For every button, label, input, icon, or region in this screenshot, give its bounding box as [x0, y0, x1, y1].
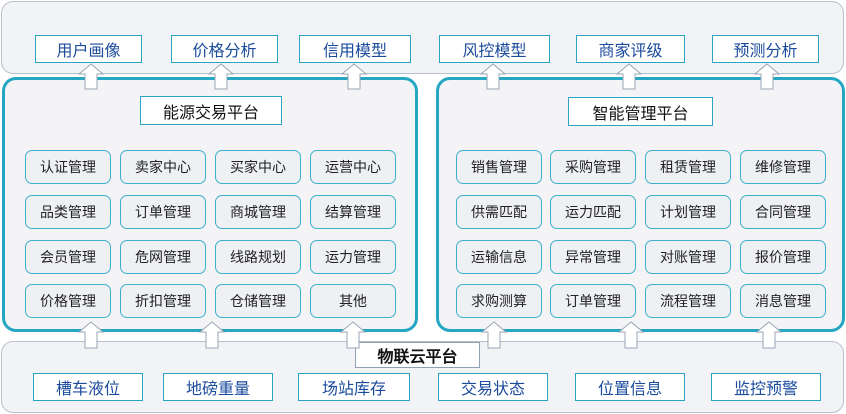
- energy-module-10[interactable]: 危网管理: [120, 240, 206, 274]
- smart-module-5[interactable]: 供需匹配: [456, 195, 542, 229]
- smart-module-4[interactable]: 维修管理: [740, 150, 826, 184]
- energy-module-15[interactable]: 仓储管理: [215, 284, 301, 318]
- smart-module-12[interactable]: 报价管理: [740, 240, 826, 274]
- smart-module-7[interactable]: 计划管理: [645, 195, 731, 229]
- smart-module-13[interactable]: 求购测算: [456, 284, 542, 318]
- energy-module-3[interactable]: 买家中心: [215, 150, 301, 184]
- smart-module-8[interactable]: 合同管理: [740, 195, 826, 229]
- smart-module-3[interactable]: 租赁管理: [645, 150, 731, 184]
- top-box-user-profile[interactable]: 用户画像: [35, 35, 142, 63]
- top-box-credit-model[interactable]: 信用模型: [299, 35, 411, 63]
- iot-box-location-info[interactable]: 位置信息: [575, 373, 685, 401]
- energy-module-12[interactable]: 运力管理: [310, 240, 396, 274]
- smart-module-11[interactable]: 对账管理: [645, 240, 731, 274]
- smart-module-2[interactable]: 采购管理: [550, 150, 636, 184]
- energy-module-6[interactable]: 订单管理: [120, 195, 206, 229]
- top-box-forecast-analysis[interactable]: 预测分析: [712, 35, 819, 63]
- top-box-price-analysis[interactable]: 价格分析: [171, 35, 278, 63]
- energy-module-14[interactable]: 折扣管理: [120, 284, 206, 318]
- iot-box-scale-weight[interactable]: 地磅重量: [163, 373, 273, 401]
- iot-box-monitoring-alert[interactable]: 监控预警: [711, 373, 821, 401]
- top-box-merchant-rating[interactable]: 商家评级: [576, 35, 685, 63]
- iot-box-tank-level[interactable]: 槽车液位: [33, 373, 143, 401]
- smart-module-15[interactable]: 流程管理: [645, 284, 731, 318]
- energy-module-9[interactable]: 会员管理: [25, 240, 111, 274]
- smart-module-16[interactable]: 消息管理: [740, 284, 826, 318]
- energy-module-11[interactable]: 线路规划: [215, 240, 301, 274]
- smart-module-9[interactable]: 运输信息: [456, 240, 542, 274]
- energy-module-16[interactable]: 其他: [310, 284, 396, 318]
- energy-module-8[interactable]: 结算管理: [310, 195, 396, 229]
- iot-box-trade-status[interactable]: 交易状态: [438, 373, 548, 401]
- energy-module-13[interactable]: 价格管理: [25, 284, 111, 318]
- energy-module-1[interactable]: 认证管理: [25, 150, 111, 184]
- smart-platform-title: 智能管理平台: [568, 97, 713, 126]
- iot-platform-title: 物联云平台: [355, 342, 480, 368]
- smart-module-14[interactable]: 订单管理: [550, 284, 636, 318]
- iot-box-station-inventory[interactable]: 场站库存: [298, 373, 410, 401]
- smart-module-6[interactable]: 运力匹配: [550, 195, 636, 229]
- energy-platform-title: 能源交易平台: [140, 96, 282, 125]
- smart-module-10[interactable]: 异常管理: [550, 240, 636, 274]
- energy-module-2[interactable]: 卖家中心: [120, 150, 206, 184]
- smart-module-1[interactable]: 销售管理: [456, 150, 542, 184]
- top-box-risk-model[interactable]: 风控模型: [439, 35, 550, 63]
- energy-module-5[interactable]: 品类管理: [25, 195, 111, 229]
- energy-module-4[interactable]: 运营中心: [310, 150, 396, 184]
- energy-module-7[interactable]: 商城管理: [215, 195, 301, 229]
